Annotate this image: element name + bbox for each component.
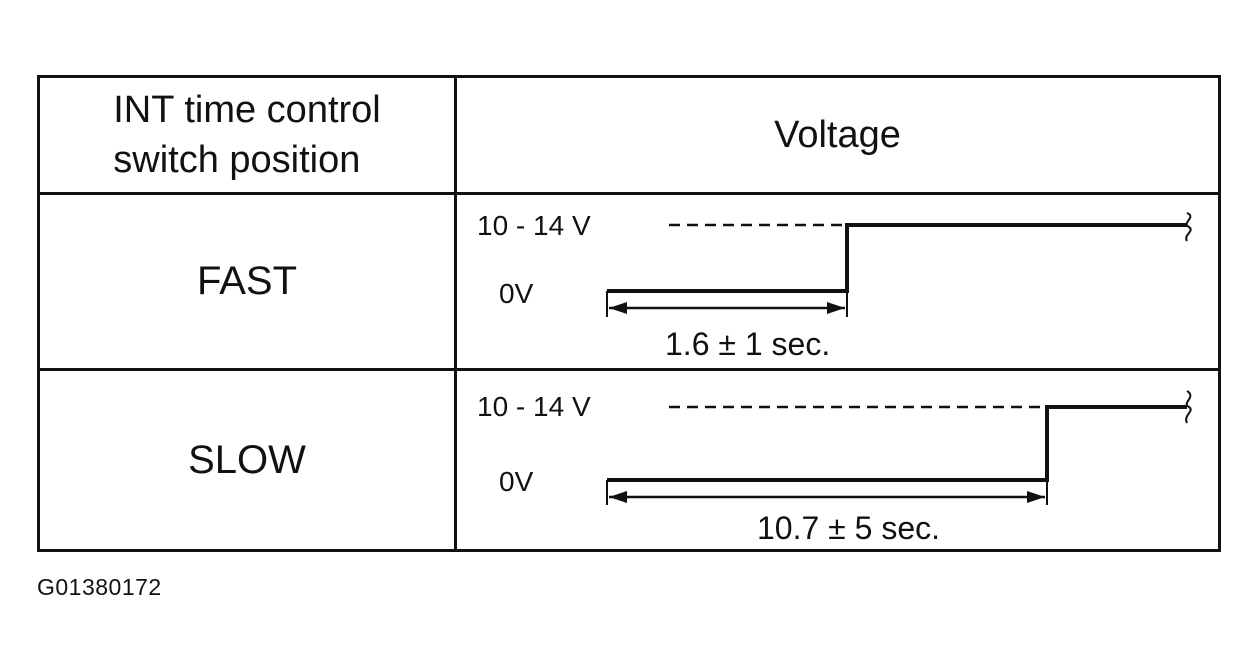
header-switch-position-line1: INT time control <box>113 89 381 131</box>
slow-signal-trace <box>607 405 1187 482</box>
slow-duration-label: 10.7 ± 5 sec. <box>757 510 940 546</box>
header-switch-position: INT time control switch position <box>40 78 454 192</box>
row-divider <box>40 368 1218 371</box>
header-voltage: Voltage <box>774 113 901 156</box>
slow-high-voltage-label: 10 - 14 V <box>477 391 591 422</box>
fast-duration-label: 1.6 ± 1 sec. <box>665 326 830 362</box>
header-divider <box>40 192 1218 195</box>
row-fast-waveform: 10 - 14 V 0V 1.6 ± 1 sec. <box>477 210 1192 362</box>
fast-break-mark <box>1185 212 1192 242</box>
row-fast-position: FAST <box>196 259 298 303</box>
fast-signal-trace <box>607 223 1187 293</box>
row-slow-position: SLOW <box>188 437 306 482</box>
slow-low-voltage-label: 0V <box>499 466 534 497</box>
slow-break-mark <box>1185 390 1192 424</box>
slow-duration-arrowhead-left <box>609 491 627 503</box>
figure-id: G01380172 <box>37 574 162 600</box>
row-slow-waveform: 10 - 14 V 0V 10.7 ± 5 sec. <box>477 390 1192 546</box>
fast-duration-arrowhead-left <box>609 302 627 314</box>
fast-duration-arrowhead-right <box>827 302 845 314</box>
slow-duration-arrowhead-right <box>1027 491 1045 503</box>
int-time-control-table: INT time control switch position Voltage… <box>37 75 1221 552</box>
header-switch-position-line2: switch position <box>113 139 361 181</box>
fast-low-voltage-label: 0V <box>499 278 534 309</box>
column-divider <box>454 78 457 549</box>
fast-high-voltage-label: 10 - 14 V <box>477 210 591 241</box>
